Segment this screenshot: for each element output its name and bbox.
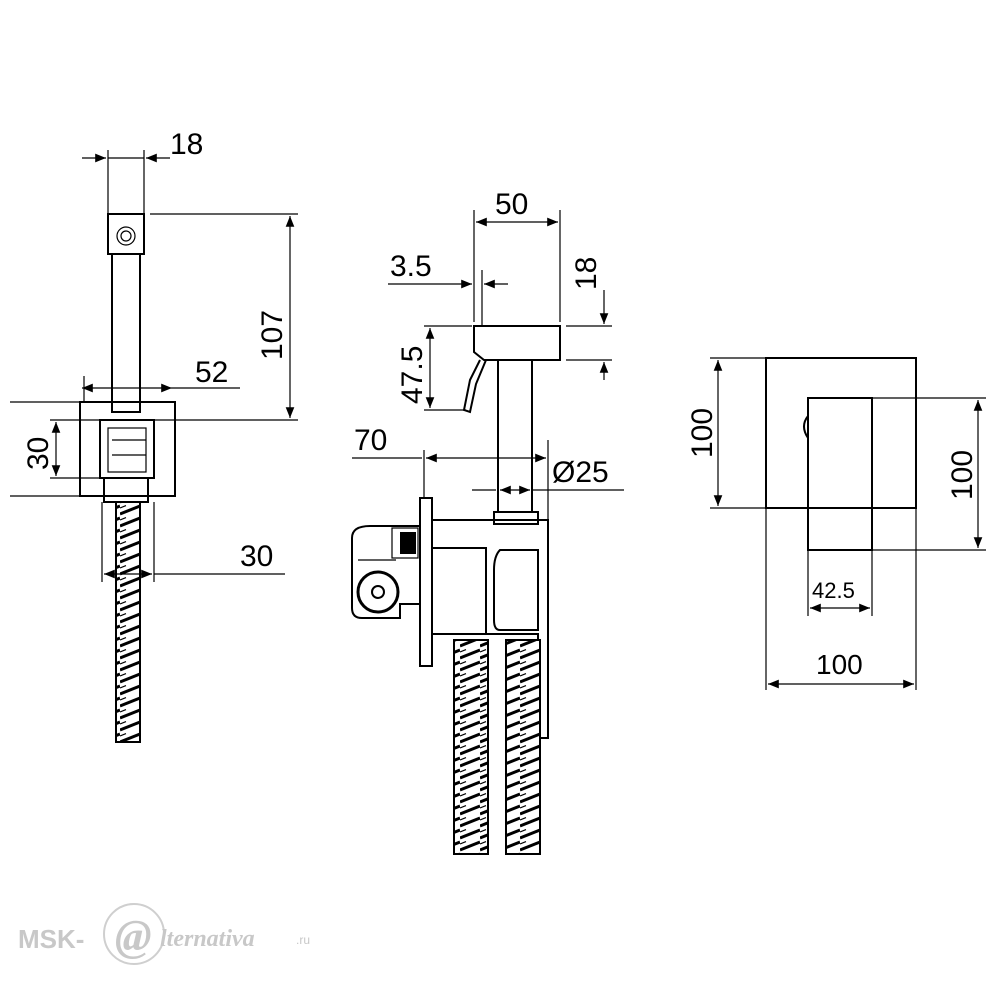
side-handle [497, 360, 533, 513]
dim-mid-3-5: 3.5 [390, 250, 432, 283]
dim-left-107: 107 [256, 310, 289, 360]
valve-knob [356, 570, 400, 614]
watermark-logo: MSK- @ lternativa .ru [18, 903, 310, 965]
shower-handle [111, 254, 141, 413]
dim-right-100-bottom: 100 [816, 649, 863, 680]
dim-right-100-right: 100 [946, 450, 979, 500]
dim-mid-diameter-25: Ø25 [552, 456, 609, 489]
dim-right-100-left: 100 [686, 408, 719, 458]
valve-body [351, 525, 421, 619]
hose-connector [103, 477, 149, 503]
side-wall-plate [419, 497, 433, 667]
shower-head [107, 213, 145, 255]
watermark-prefix: MSK- [18, 924, 84, 954]
middle-view: 50 3.5 18 47.5 70 Ø25 [351, 188, 624, 855]
right-view: 100 100 42.5 100 [686, 357, 986, 690]
dim-mid-50: 50 [495, 188, 528, 221]
dim-right-42-5: 42.5 [812, 578, 855, 603]
shower-head-nozzle [116, 226, 136, 246]
dim-mid-70: 70 [354, 424, 387, 457]
dim-left-30-vertical: 30 [22, 437, 55, 470]
hose [115, 501, 141, 743]
wall-plate [79, 401, 176, 497]
watermark-suffix: lternativa [160, 926, 255, 952]
dim-left-18: 18 [170, 128, 203, 161]
side-hose-2 [505, 639, 541, 855]
watermark-at: @ [115, 911, 152, 960]
watermark-tld: .ru [296, 933, 310, 947]
dim-left-30-horizontal: 30 [240, 540, 273, 573]
mixer-plate [765, 357, 917, 509]
dim-mid-47-5: 47.5 [396, 346, 429, 404]
side-hose-1 [453, 639, 489, 855]
dim-left-52: 52 [195, 356, 228, 389]
mixer-lever [807, 397, 873, 551]
dim-mid-18: 18 [570, 257, 603, 290]
trigger-lever [462, 359, 487, 414]
side-shower-head [473, 325, 561, 361]
watermark-at-circle [103, 903, 165, 965]
left-view: 18 107 52 30 30 [10, 128, 298, 743]
